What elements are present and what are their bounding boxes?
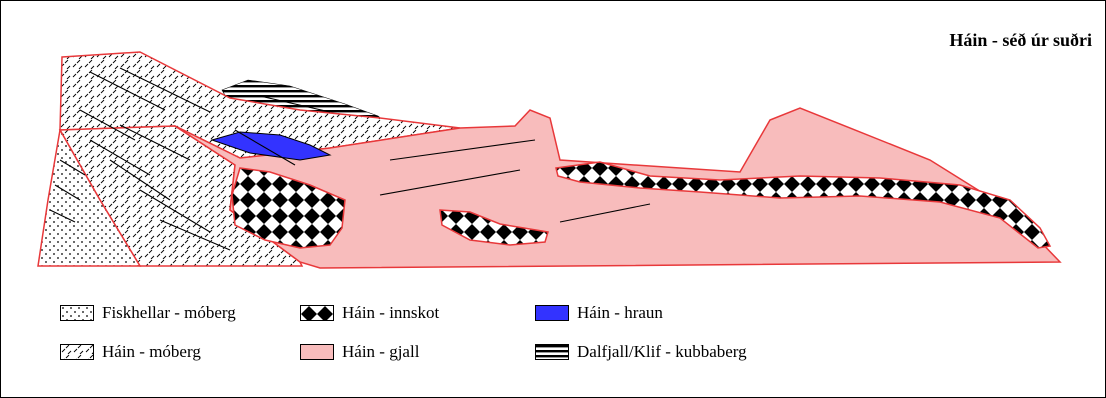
legend-label: Háin - gjall xyxy=(342,342,419,362)
legend-swatch-pink xyxy=(300,344,334,360)
legend-item-hain-gjall: Háin - gjall xyxy=(300,342,419,362)
legend-swatch-dashes xyxy=(60,344,94,360)
legend-label: Háin - hraun xyxy=(577,303,663,323)
legend-label: Háin - innskot xyxy=(342,303,439,323)
legend-swatch-blue xyxy=(535,305,569,321)
legend-item-hain-hraun: Háin - hraun xyxy=(535,303,663,323)
legend-item-hain-moberg: Háin - móberg xyxy=(60,342,201,362)
legend-swatch-checker xyxy=(300,305,334,321)
figure-title: Háin - séð úr suðri xyxy=(949,30,1092,51)
legend-swatch-horizontal-lines xyxy=(535,344,569,360)
legend-label: Dalfjall/Klif - kubbaberg xyxy=(577,342,747,362)
legend-item-fiskhellar-moberg: Fiskhellar - móberg xyxy=(60,303,236,323)
legend-item-dalfjall-kubbaberg: Dalfjall/Klif - kubbaberg xyxy=(535,342,747,362)
legend-item-hain-innskot: Háin - innskot xyxy=(300,303,439,323)
legend-swatch-dots xyxy=(60,305,94,321)
legend-label: Háin - móberg xyxy=(102,342,201,362)
legend-label: Fiskhellar - móberg xyxy=(102,303,236,323)
